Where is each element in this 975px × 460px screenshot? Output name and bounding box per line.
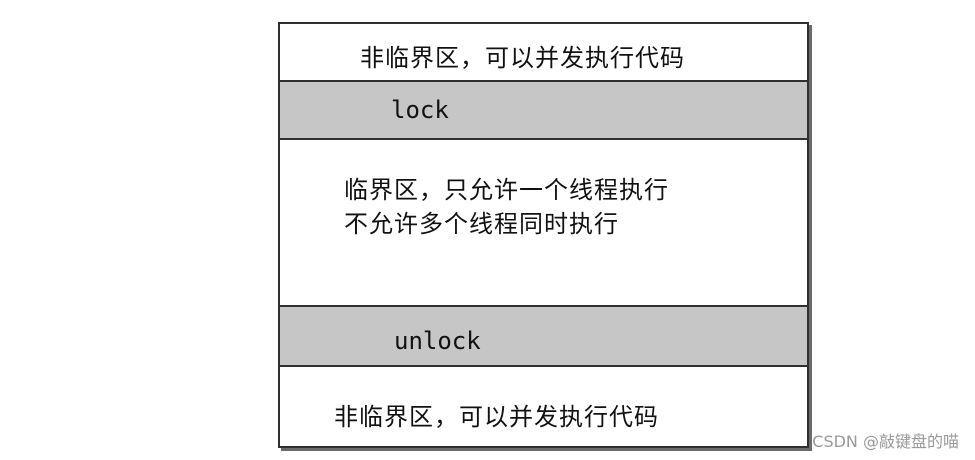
non-critical-section-bottom-text: 非临界区，可以并发执行代码 [334,403,659,431]
lock-label: lock [391,96,449,124]
non-critical-section-top-text: 非临界区，可以并发执行代码 [360,44,685,72]
watermark: CSDN @敲键盘的喵 [812,432,959,451]
non-critical-section-bottom: 非临界区，可以并发执行代码 [280,367,807,446]
critical-section-line-1: 临界区，只允许一个线程执行 [344,176,669,204]
lock-band: lock [280,82,807,140]
unlock-band: unlock [280,307,807,367]
unlock-label: unlock [394,327,481,355]
critical-section: 临界区，只允许一个线程执行 不允许多个线程同时执行 [280,140,807,307]
critical-section-line-2: 不允许多个线程同时执行 [344,210,619,238]
lock-flow-diagram: 非临界区，可以并发执行代码 lock 临界区，只允许一个线程执行 不允许多个线程… [278,22,809,448]
non-critical-section-top: 非临界区，可以并发执行代码 [280,24,807,82]
